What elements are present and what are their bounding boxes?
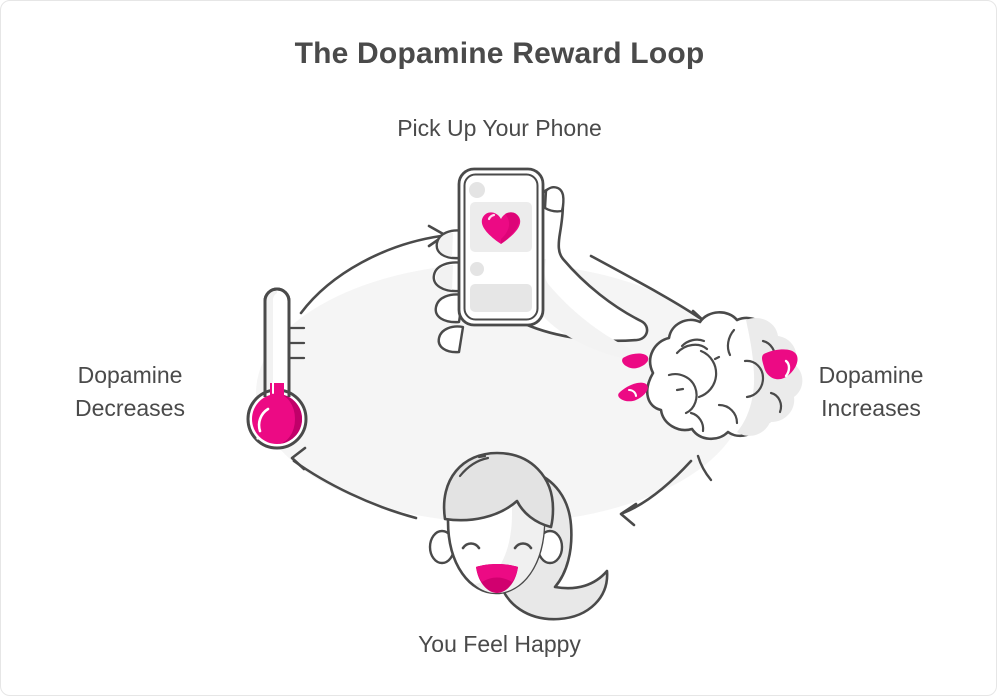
node-label-thermometer: Dopamine Decreases bbox=[75, 362, 185, 421]
node-label-phone: Pick Up Your Phone bbox=[397, 115, 602, 141]
node-label-face: You Feel Happy bbox=[418, 631, 581, 657]
avatar-placeholder-top bbox=[469, 182, 485, 198]
brain-icon bbox=[618, 311, 803, 482]
node-label-brain: Dopamine Increases bbox=[818, 362, 924, 421]
right-eye bbox=[513, 542, 533, 550]
arrow-brain-to-face bbox=[619, 459, 693, 527]
thermometer-icon bbox=[246, 287, 308, 450]
dopamine-droplets bbox=[618, 349, 798, 402]
avatar-placeholder-bottom bbox=[470, 262, 484, 276]
page-title: The Dopamine Reward Loop bbox=[294, 37, 705, 70]
phone-in-hand-icon bbox=[432, 167, 649, 360]
arrow-face-to-thermometer bbox=[290, 446, 418, 520]
heart-icon bbox=[481, 212, 521, 244]
happy-face-icon bbox=[428, 451, 609, 621]
post-card-bottom bbox=[470, 284, 532, 312]
left-eye bbox=[461, 542, 481, 550]
dopamine-droplet-left-upper bbox=[622, 353, 649, 369]
